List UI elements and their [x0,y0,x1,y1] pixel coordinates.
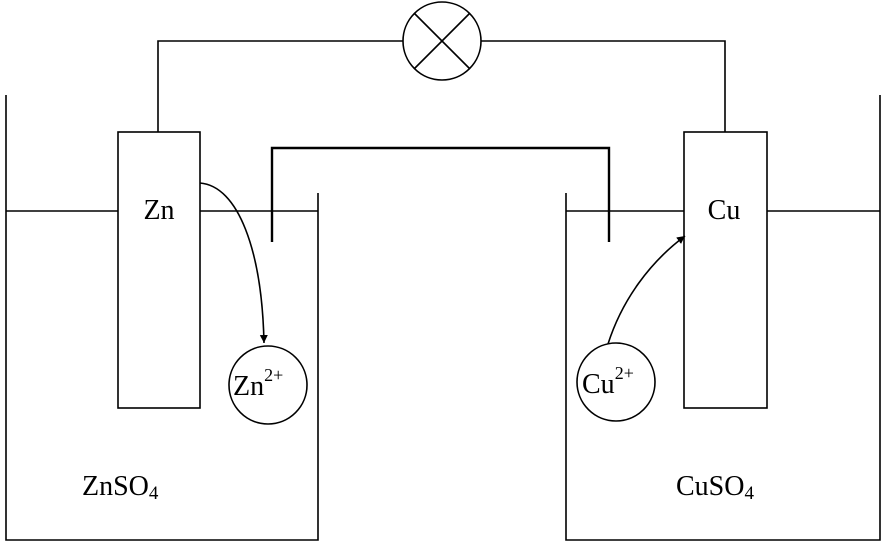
svg-text:Zn2+: Zn2+ [233,365,283,402]
copper-electrode [683,131,768,409]
zinc-sulfate-label: ZnSO4 [82,471,159,504]
zinc-ion: Zn2+ [228,345,308,425]
copper-sulfate-label: CuSO4 [676,471,754,504]
zinc-to-ion-arrow [199,182,268,344]
external-circuit-wire [157,40,726,132]
ion-to-copper-arrow [607,235,686,345]
right-beaker [565,95,881,541]
bulb-x-icon [402,1,482,81]
zinc-ion-symbol: Zn [233,371,264,402]
svg-text:Cu2+: Cu2+ [582,363,634,400]
left-beaker [5,95,319,541]
zinc-electrode [117,131,201,409]
copper-ion: Cu2+ [576,342,656,422]
zinc-electrode-label: Zn [143,195,174,226]
copper-ion-charge: 2+ [615,363,634,383]
copper-ion-symbol: Cu [582,369,615,400]
copper-electrode-label: Cu [708,195,741,226]
zinc-ion-charge: 2+ [264,365,283,385]
salt-bridge [270,146,611,242]
